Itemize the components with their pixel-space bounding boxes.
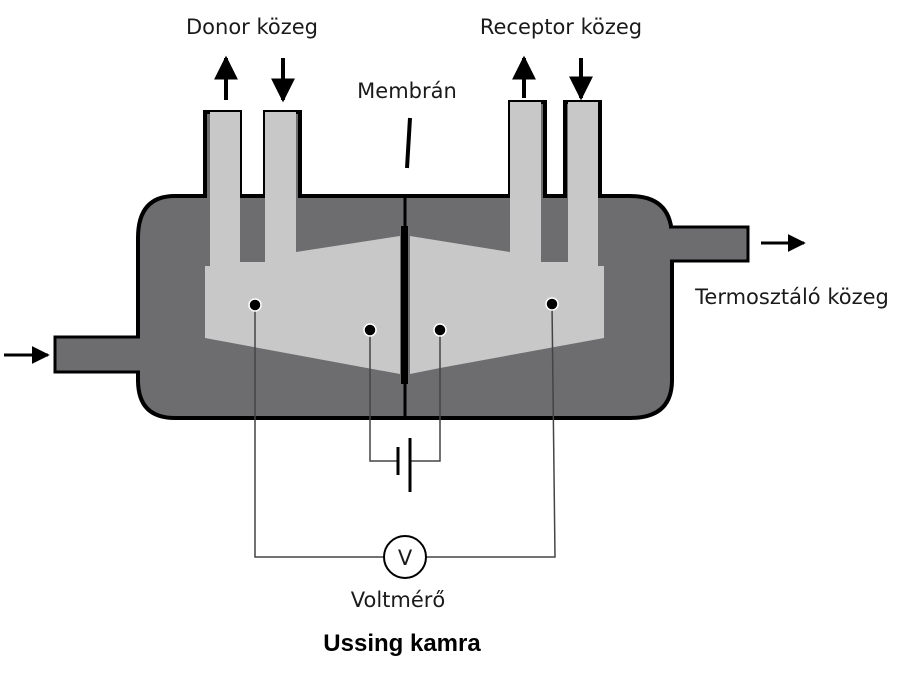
jacket-outlet-pipe — [670, 225, 750, 263]
receptor-medium-label: Receptor közeg — [480, 15, 642, 39]
donor-medium-label: Donor közeg — [186, 15, 318, 39]
membrane-pointer — [405, 117, 412, 169]
voltmeter-label: Voltmérő — [351, 588, 446, 612]
voltmeter-symbol: V — [398, 546, 413, 570]
voltmeter-circle — [383, 535, 427, 579]
jacket-inlet-pipe — [53, 335, 140, 374]
thermostating-medium-label: Termosztáló közeg — [694, 285, 889, 309]
receptor-voltage-electrode — [545, 297, 559, 311]
receptor-current-electrode — [433, 323, 447, 337]
voltmeter: V — [383, 535, 427, 579]
current-source-wiring — [369, 330, 441, 462]
membrane-label: Membrán — [357, 79, 457, 103]
voltmeter-wiring — [254, 303, 556, 558]
donor-voltage-electrode — [248, 298, 262, 312]
donor-current-electrode — [363, 323, 377, 337]
battery-symbol — [396, 438, 412, 492]
diagram-caption: Ussing kamra — [323, 630, 481, 657]
electrodes — [248, 297, 559, 337]
membrane-clamp — [401, 226, 408, 384]
